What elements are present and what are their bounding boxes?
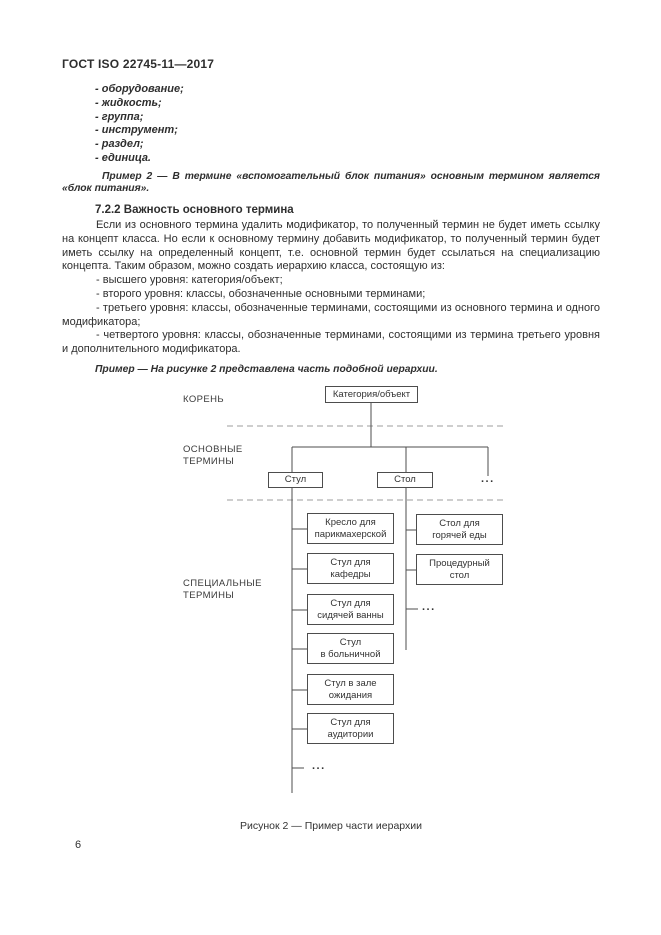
diagram-label-root: КОРЕНЬ [183, 394, 224, 405]
diagram-label-basic-terms: ОСНОВНЫЕ ТЕРМИНЫ [183, 444, 243, 467]
text-column: ГОСТ ISO 22745-11—2017 - оборудование; -… [62, 57, 600, 377]
diagram-node-chair-child: Стул для аудитории [307, 713, 394, 744]
section-heading: 7.2.2 Важность основного термина [95, 203, 294, 216]
diagram-node-chair-child: Кресло для парикмахерской [307, 513, 394, 544]
diagram-node-root: Категория/объект [325, 386, 418, 403]
diagram-node-table: Стол [377, 472, 433, 488]
diagram-node-chair: Стул [268, 472, 323, 488]
diagram-connectors [227, 402, 507, 793]
level-item: - четвертого уровня: классы, обозначенны… [62, 329, 600, 356]
term-item: - единица. [95, 151, 151, 164]
diagram-ellipsis-branch: ... [481, 473, 495, 485]
page-number: 6 [75, 839, 82, 851]
example-2: Пример 2 — В термине «вспомогательный бл… [62, 170, 600, 195]
term-item: - оборудование; [95, 83, 184, 95]
term-item: - раздел; [95, 138, 144, 151]
level-item: - третьего уровня: классы, обозначенные … [62, 301, 600, 328]
figure-example: Пример — На рисунке 2 представлена часть… [95, 363, 438, 375]
level-item: - высшего уровня: категория/объект; [96, 274, 283, 287]
diagram-node-chair-child: Стул в зале ожидания [307, 674, 394, 705]
diagram-node-chair-child: Стул для кафедры [307, 553, 394, 584]
diagram-node-table-child: Процедурный стол [416, 554, 503, 585]
diagram-node-chair-child: Стул в больничной [307, 633, 394, 664]
term-item: - жидкость; [95, 96, 162, 109]
figure-caption: Рисунок 2 — Пример части иерархии [240, 820, 422, 832]
diagram-ellipsis-chair: ... [312, 760, 326, 772]
diagram-label-special-terms: СПЕЦИАЛЬНЫЕ ТЕРМИНЫ [183, 578, 262, 601]
section-paragraph: Если из основного термина удалить модифи… [62, 218, 600, 273]
term-item: - группа; [95, 110, 144, 123]
diagram-node-table-child: Стол для горячей еды [416, 514, 503, 545]
hierarchy-diagram: КОРЕНЬ ОСНОВНЫЕ ТЕРМИНЫ СПЕЦИАЛЬНЫЕ ТЕРМ… [0, 380, 661, 815]
diagram-ellipsis-table: ... [422, 601, 436, 613]
doc-header: ГОСТ ISO 22745-11—2017 [62, 57, 215, 71]
diagram-node-chair-child: Стул для сидячей ванны [307, 594, 394, 625]
terms-list: - оборудование; - жидкость; - группа; - … [62, 83, 600, 166]
term-item: - инструмент; [95, 124, 178, 137]
level-item: - второго уровня: классы, обозначенные о… [96, 287, 426, 300]
